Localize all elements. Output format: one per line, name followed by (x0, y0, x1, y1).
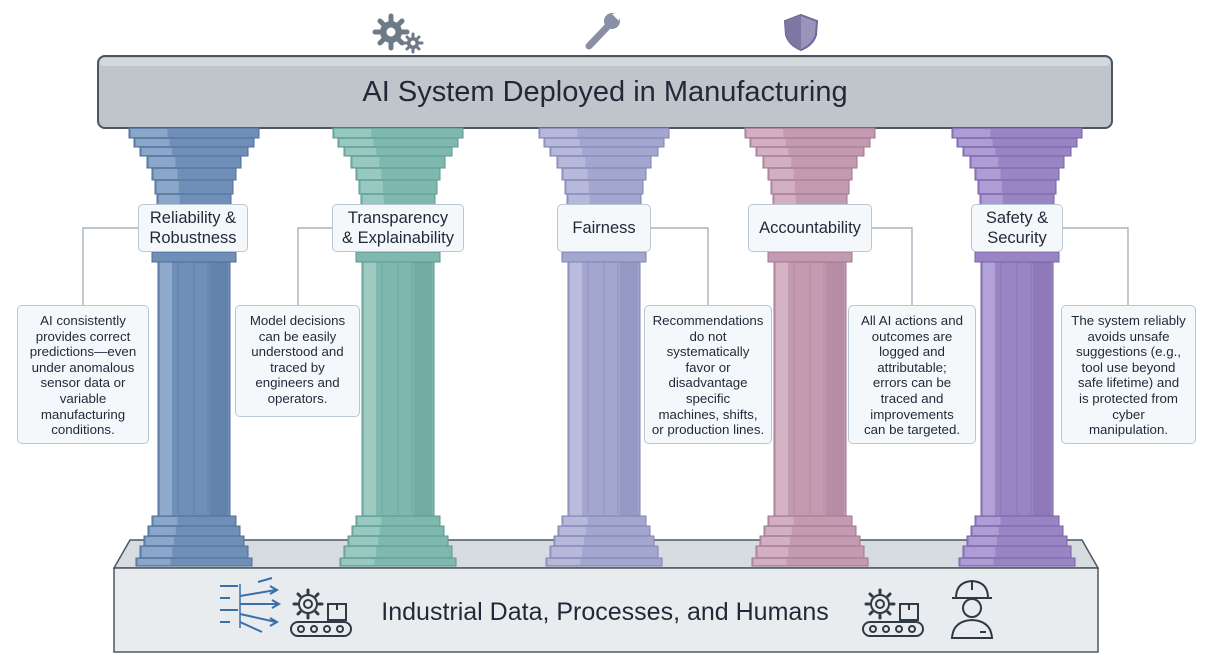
wrench-icon (585, 13, 620, 50)
pillar-description-transparency: Model decisions can be easily understood… (235, 305, 360, 417)
base-title: Industrial Data, Processes, and Humans (381, 597, 829, 626)
pillar-description-reliability: AI consistently provides correct predict… (17, 305, 149, 444)
pillar-transparency (332, 127, 464, 567)
connector-fairness (651, 227, 709, 305)
pillar-description-safety: The system reliably avoids unsafe sugges… (1061, 305, 1196, 444)
gear-conveyor-icon (862, 588, 924, 637)
pillar-label-reliability: Reliability & Robustness (138, 204, 248, 252)
pillar-description-accountability: All AI actions and outcomes are logged a… (848, 305, 976, 444)
connector-reliability (82, 227, 138, 305)
gears-icon (372, 13, 424, 54)
base-slab (113, 567, 1099, 653)
pillar-label-fairness: Fairness (557, 204, 651, 252)
pillar-label-safety: Safety & Security (971, 204, 1063, 252)
gear-conveyor-icon (290, 588, 352, 637)
pillar-fairness (538, 127, 670, 567)
pillar-label-accountability: Accountability (748, 204, 872, 252)
shield-icon (783, 13, 819, 52)
pillar-description-fairness: Recommendations do not systematically fa… (644, 305, 772, 444)
connector-accountability (872, 227, 913, 305)
pillar-reliability (128, 127, 260, 567)
worker-hardhat-icon (950, 579, 994, 639)
pillar-accountability (744, 127, 876, 567)
roof-title: AI System Deployed in Manufacturing (362, 75, 848, 108)
pillar-label-transparency: Transparency & Explainability (332, 204, 464, 252)
connector-safety (1063, 227, 1129, 305)
connector-transparency (297, 227, 332, 305)
data-flow-arrows-icon (220, 577, 282, 633)
